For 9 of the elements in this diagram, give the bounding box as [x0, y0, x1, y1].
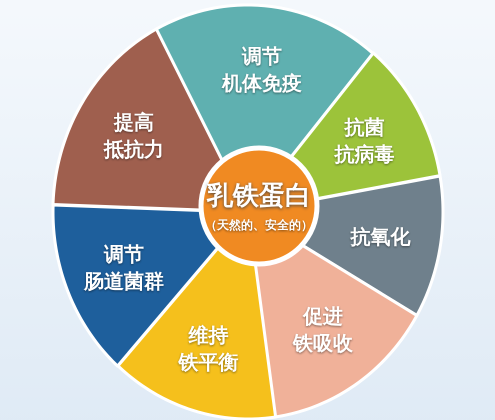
centre-title: 乳铁蛋白: [207, 180, 311, 213]
sector-label: 促进铁吸收: [293, 303, 354, 358]
sector-label: 抗氧化: [350, 223, 410, 250]
sector-label: 调节肠道菌群: [84, 240, 164, 295]
sector-label: 调节机体免疫: [222, 42, 302, 97]
sector-label: 提高抵抗力: [104, 109, 164, 164]
sector-label: 抗菌抗病毒: [334, 114, 395, 168]
centre-subtitle: （天然的、安全的）: [205, 217, 313, 234]
sector-label: 维持铁平衡: [178, 322, 239, 376]
